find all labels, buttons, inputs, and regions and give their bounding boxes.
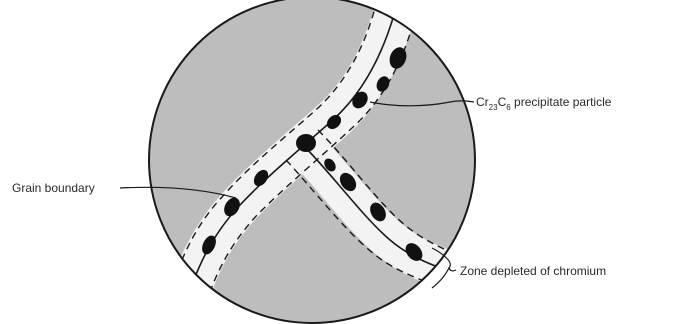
precipitate-label-suffix: precipitate particle: [511, 95, 612, 109]
precipitate-label-prefix: Cr: [476, 95, 489, 109]
depleted-zone-label: Zone depleted of chromium: [460, 264, 606, 278]
precipitate-label: Cr23C6 precipitate particle: [476, 95, 612, 112]
precipitate-particle: [296, 134, 316, 152]
precipitate-label-mid: C: [498, 95, 507, 109]
grain-boundary-label: Grain boundary: [12, 181, 95, 195]
